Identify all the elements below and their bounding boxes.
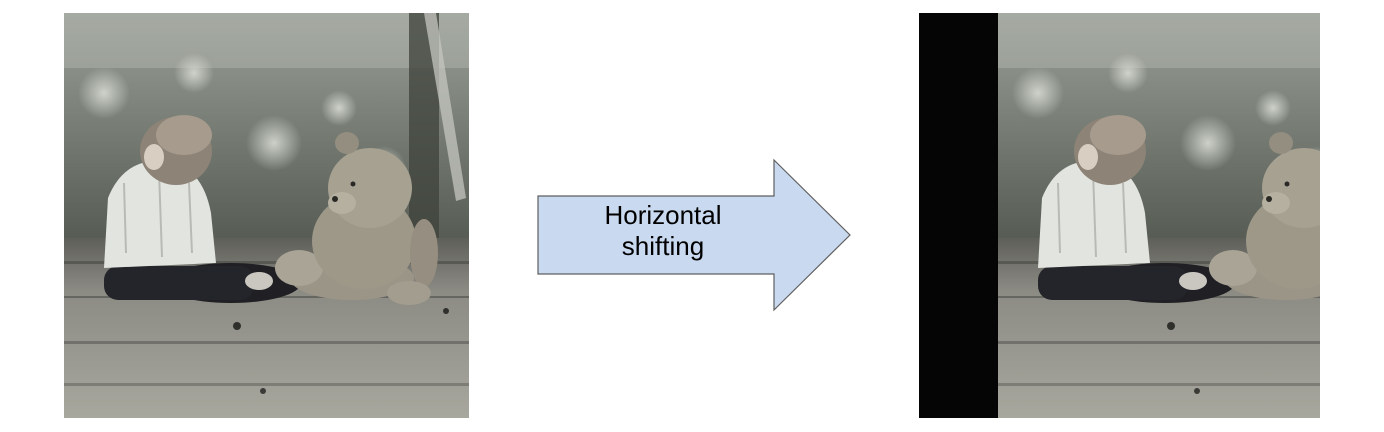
shifted-photo-content [998,13,1320,418]
arrow-shape [537,158,851,312]
source-image [64,13,469,418]
child-figure [104,115,301,303]
arrow-label-line1: Horizontal [604,200,722,230]
shift-arrow: Horizontal shifting [536,158,852,312]
shifted-image [919,13,1320,418]
shifted-photo [998,13,1320,418]
arrow-label-line2: shifting [621,231,705,261]
source-photo [64,13,469,418]
shifted-child-figure [1038,115,1235,303]
black-padding-band [919,13,998,418]
arrow-label: Horizontal shifting [548,200,778,262]
shifted-teddy-bear-figure [1209,132,1320,300]
teddy-bear-figure [275,132,438,305]
